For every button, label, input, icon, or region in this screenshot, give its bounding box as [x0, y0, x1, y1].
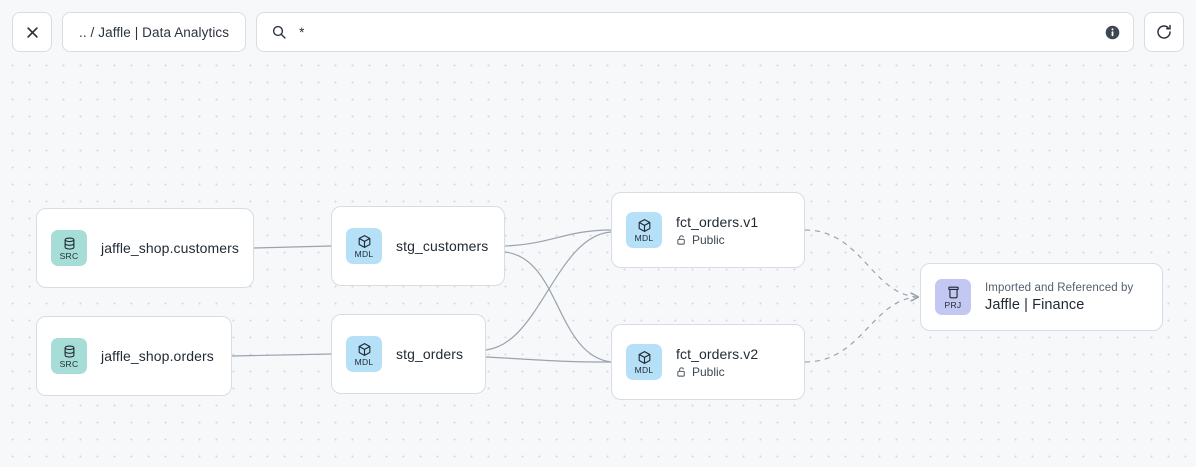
search-input[interactable]: *	[256, 12, 1134, 52]
node-mdl-fct-orders-v2[interactable]: MDL fct_orders.v2 Public	[611, 324, 805, 400]
breadcrumb-label: .. / Jaffle | Data Analytics	[79, 24, 230, 40]
edge-src-customers-to-stg-customers	[253, 245, 332, 249]
node-relationship-label: Imported and Referenced by	[985, 281, 1134, 294]
database-icon	[64, 345, 74, 358]
search-icon	[273, 25, 286, 39]
badge-prj: PRJ	[935, 279, 971, 315]
node-text: Imported and Referenced by Jaffle | Fina…	[985, 282, 1133, 313]
node-mdl-stg-orders[interactable]: MDL stg_orders	[331, 314, 486, 394]
info-circle-icon[interactable]	[1104, 24, 1121, 41]
edge-stg-orders-to-fct-v2	[485, 356, 612, 363]
node-mdl-fct-orders-v1[interactable]: MDL fct_orders.v1 Public	[611, 192, 805, 268]
badge-src: SRC	[51, 230, 87, 266]
node-title: stg_customers	[396, 238, 489, 254]
cube-icon	[358, 234, 370, 248]
close-icon	[26, 26, 38, 38]
badge-mdl: MDL	[346, 336, 382, 372]
unlock-icon	[677, 366, 685, 377]
close-button[interactable]	[12, 12, 52, 52]
node-mdl-stg-customers[interactable]: MDL stg_customers	[331, 206, 505, 286]
node-title: fct_orders.v2	[676, 345, 759, 362]
edge-stg-customers-to-fct-v2	[504, 251, 612, 363]
edge-src-orders-to-stg-orders	[231, 353, 332, 357]
badge-label: MDL	[354, 248, 374, 259]
unlock-icon	[677, 234, 685, 245]
badge-label: MDL	[354, 356, 374, 367]
badge-label: SRC	[59, 250, 79, 261]
edge-fct-v1-to-project	[804, 229, 918, 297]
breadcrumb[interactable]: .. / Jaffle | Data Analytics	[62, 12, 247, 52]
edge-stg-orders-to-fct-v1	[485, 231, 612, 351]
top-toolbar: .. / Jaffle | Data Analytics *	[0, 0, 1196, 64]
node-text: jaffle_shop.orders	[101, 348, 214, 364]
node-visibility: Public	[676, 233, 758, 247]
node-text: fct_orders.v1 Public	[676, 214, 758, 247]
project-icon	[947, 286, 959, 299]
badge-mdl: MDL	[626, 212, 662, 248]
cube-icon	[638, 218, 650, 232]
node-title: jaffle_shop.orders	[101, 348, 214, 364]
badge-mdl: MDL	[626, 344, 662, 380]
badge-label: MDL	[634, 232, 654, 243]
node-visibility: Public	[676, 365, 758, 379]
node-src-customers[interactable]: SRC jaffle_shop.customers	[36, 208, 254, 288]
visibility-label: Public	[692, 232, 725, 247]
node-title: fct_orders.v1	[676, 213, 759, 230]
search-value: *	[299, 25, 305, 40]
node-project-name: Jaffle | Finance	[985, 296, 1085, 313]
badge-label: SRC	[59, 358, 79, 369]
node-prj-jaffle-finance[interactable]: PRJ Imported and Referenced by Jaffle | …	[920, 263, 1163, 331]
node-text: jaffle_shop.customers	[101, 240, 239, 256]
node-text: fct_orders.v2 Public	[676, 346, 758, 379]
badge-label: MDL	[634, 364, 654, 375]
node-text: stg_customers	[396, 238, 488, 254]
visibility-label: Public	[692, 364, 725, 379]
badge-src: SRC	[51, 338, 87, 374]
badge-label: PRJ	[944, 299, 962, 310]
node-title: jaffle_shop.customers	[101, 240, 240, 256]
node-title: stg_orders	[396, 346, 464, 362]
edge-stg-customers-to-fct-v1	[504, 229, 612, 247]
refresh-icon	[1157, 24, 1171, 39]
cube-icon	[358, 342, 370, 356]
edge-fct-v2-to-project	[804, 297, 918, 363]
cube-icon	[638, 350, 650, 364]
database-icon	[64, 237, 74, 250]
node-text: stg_orders	[396, 346, 463, 362]
badge-mdl: MDL	[346, 228, 382, 264]
refresh-button[interactable]	[1144, 12, 1184, 52]
node-src-orders[interactable]: SRC jaffle_shop.orders	[36, 316, 232, 396]
